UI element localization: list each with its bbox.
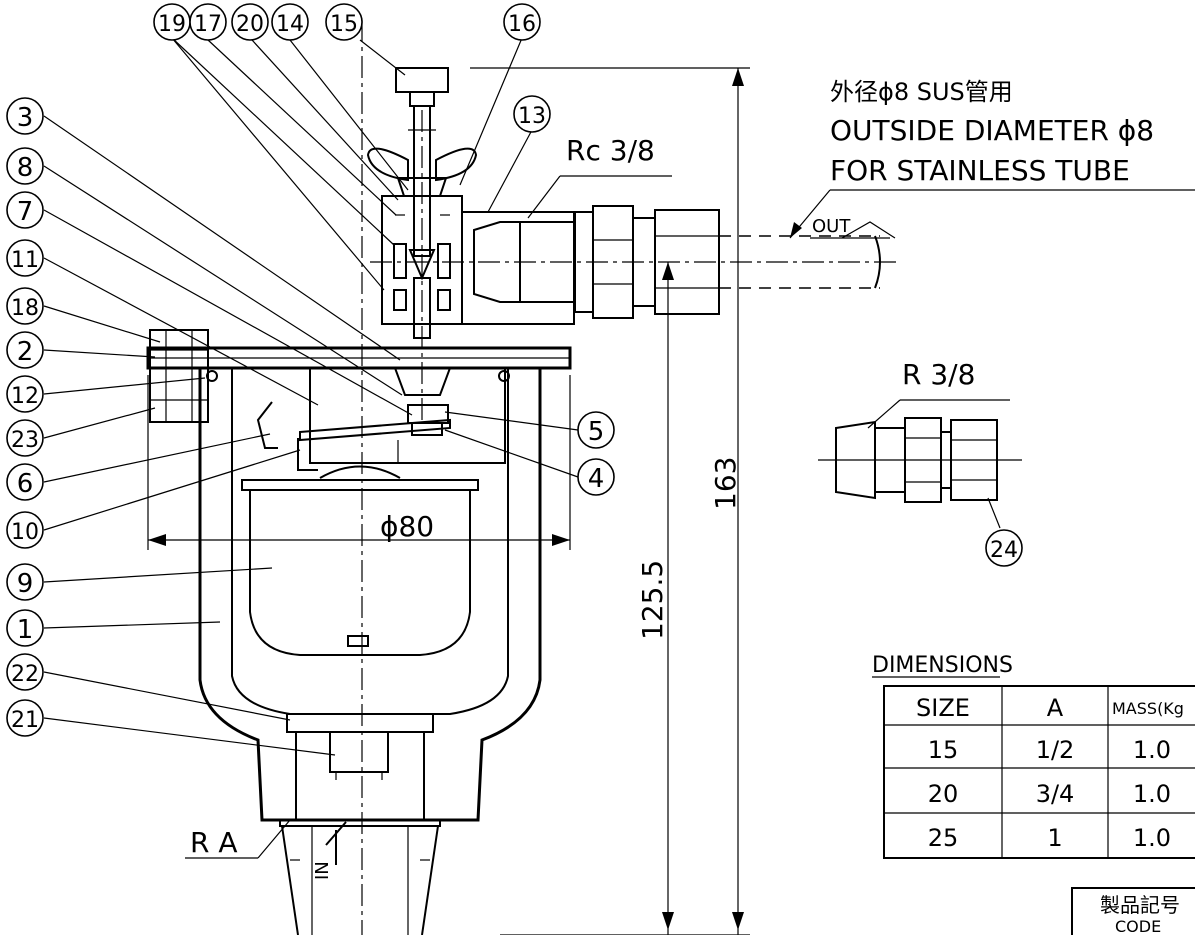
tube-note-jp: 外径ϕ8 SUS管用 (830, 78, 1013, 106)
table-cell: 1.0 (1133, 736, 1171, 764)
callout-16: 16 (508, 12, 536, 37)
callout-7: 7 (17, 197, 34, 227)
table-cell: 1.0 (1133, 824, 1171, 852)
callout-23: 23 (11, 428, 39, 453)
fitting-drawing (818, 399, 1022, 529)
tube-note-en-2: FOR STAINLESS TUBE (830, 154, 1130, 187)
code-box-jp: 製品記号 (1100, 893, 1180, 917)
dimensions-table: DIMENSIONS SIZE A MASS(Kg 15 1/2 1.0 20 … (872, 653, 1195, 859)
callout-6: 6 (17, 469, 34, 499)
table-cell: 15 (928, 736, 959, 764)
callout-14: 14 (276, 12, 304, 37)
annotations: 外径ϕ8 SUS管用 OUTSIDE DIAMETER ϕ8 FOR STAIN… (190, 78, 1154, 880)
callout-1: 1 (17, 615, 34, 645)
callout-18: 18 (11, 296, 39, 321)
callout-leaders (43, 37, 579, 756)
callout-3: 3 (17, 103, 34, 133)
code-box-en: CODE (1115, 917, 1161, 935)
dim-diameter-label: ϕ80 (380, 510, 434, 543)
dimension-lines (147, 67, 1195, 935)
table-header-mass: MASS(Kg (1112, 699, 1184, 718)
table-cell: 3/4 (1036, 780, 1075, 808)
out-label: OUT (812, 216, 851, 237)
callout-12: 12 (11, 384, 39, 409)
callout-15: 15 (330, 12, 358, 37)
tube-note-en-1: OUTSIDE DIAMETER ϕ8 (830, 114, 1154, 147)
fitting-thread-label: R 3/8 (902, 358, 975, 391)
inlet-thread-label: R A (190, 826, 238, 859)
table-header-a: A (1047, 694, 1064, 722)
dim-height-total-label: 163 (709, 457, 742, 510)
callout-24: 24 (990, 538, 1018, 563)
callout-21: 21 (11, 708, 39, 733)
dim-height-inlet-label: 125.5 (636, 560, 669, 640)
table-cell: 25 (928, 824, 959, 852)
callout-20: 20 (236, 12, 264, 37)
callout-10: 10 (11, 520, 39, 545)
table-cell: 1.0 (1133, 780, 1171, 808)
callout-2: 2 (17, 337, 34, 367)
callout-17: 17 (194, 12, 222, 37)
callout-bubbles: 3 8 7 11 18 2 12 23 6 10 9 1 22 21 19 17… (6, 3, 1023, 737)
table-cell: 20 (928, 780, 959, 808)
callout-8: 8 (17, 153, 34, 183)
outlet-thread-label: Rc 3/8 (566, 134, 655, 167)
code-box: 製品記号 CODE (1071, 887, 1195, 935)
callout-9: 9 (17, 569, 34, 599)
table-cell: 1/2 (1036, 736, 1075, 764)
in-label: IN (312, 861, 333, 880)
table-header-size: SIZE (916, 694, 970, 722)
dimensions-table-title: DIMENSIONS (872, 653, 1013, 678)
table-cell: 1 (1047, 824, 1062, 852)
valve-body-drawing (146, 20, 900, 935)
callout-22: 22 (11, 662, 39, 687)
callout-4: 4 (588, 464, 605, 494)
callout-11: 11 (11, 248, 39, 273)
callout-19: 19 (158, 12, 186, 37)
callout-5: 5 (588, 417, 605, 447)
callout-13: 13 (518, 104, 546, 129)
